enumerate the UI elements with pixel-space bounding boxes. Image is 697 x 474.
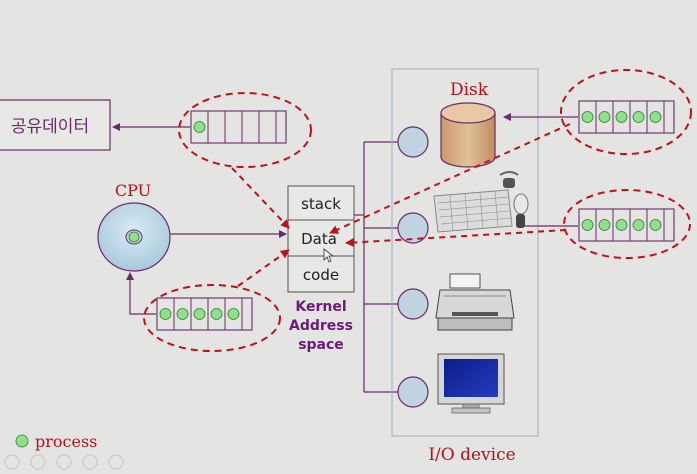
- kernel-code-segment: [287, 255, 355, 293]
- disk-queue-process-dot: [649, 111, 662, 123]
- legend-process-label: process: [35, 432, 97, 451]
- cpu-group: CPU: [97, 181, 171, 272]
- keyboard-queue-process-dot: [598, 219, 611, 231]
- cpu-queue-ellipse: [143, 284, 281, 352]
- shared-data-label: 공유데이터: [11, 117, 89, 137]
- legend: process: [15, 432, 97, 451]
- monitor-controller-circle: [397, 376, 429, 408]
- kernel-stack-label: stack: [301, 195, 341, 213]
- cpu-label: CPU: [115, 181, 151, 200]
- io-bus-lines: [354, 141, 399, 393]
- cpu-queue: [143, 284, 281, 352]
- control-more-icon[interactable]: [108, 454, 124, 470]
- shared-queue: [178, 92, 312, 168]
- printer-controller-circle: [397, 288, 429, 320]
- legend-process-dot: [15, 434, 29, 448]
- cpu-queue-pointer: [237, 249, 290, 287]
- keyboard-queue-process-dot: [615, 219, 628, 231]
- disk-queue-ellipse: [560, 69, 692, 155]
- keyboard-queue: [563, 189, 691, 259]
- player-controls: [4, 454, 124, 470]
- keyboard-queue-process-dot: [581, 219, 594, 231]
- monitor-icon: [437, 353, 505, 414]
- mouse-cursor-icon: [323, 248, 335, 263]
- keyboard-queue-process-dot: [632, 219, 645, 231]
- kernel-caption-line-2: Address: [289, 318, 353, 334]
- cpu-process-dot: [128, 231, 140, 243]
- kernel-stack-segment: [287, 185, 355, 221]
- disk-queue-process-dot: [615, 111, 628, 123]
- io-device-label: I/O device: [428, 445, 515, 465]
- disk-cylinder-icon: [440, 102, 496, 168]
- disk-queue-process-dot: [632, 111, 645, 123]
- kernel-caption-line-1: Kernel: [295, 299, 346, 315]
- keyboard-queue-ellipse: [563, 189, 691, 259]
- disk-controller-circle: [397, 126, 429, 158]
- io-device-panel: [391, 68, 539, 437]
- cpu-queue-to-cpu-arrow: [126, 272, 156, 315]
- cpu-queue-process-dot: [210, 308, 223, 320]
- cpu-queue-process-dot: [176, 308, 189, 320]
- cpu-queue-process-dot: [159, 308, 172, 320]
- kernel-data-label: Data: [301, 230, 337, 248]
- kernel-code-label: code: [303, 266, 339, 284]
- keyboard-mouse-icon: [433, 171, 529, 233]
- keyboard-controller-circle: [397, 212, 429, 244]
- disk-label: Disk: [450, 80, 489, 100]
- kernel-address-space: stack Data code Kernel Address space: [287, 185, 355, 353]
- control-edit-icon[interactable]: [30, 454, 46, 470]
- shared-data-box: 공유데이터: [0, 99, 111, 151]
- control-prev-icon[interactable]: [4, 454, 20, 470]
- disk-queue: [560, 69, 692, 155]
- control-zoom-icon[interactable]: [82, 454, 98, 470]
- shared-queue-outline: [190, 110, 287, 144]
- disk-queue-process-dot: [581, 111, 594, 123]
- keyboard-queue-process-dot: [649, 219, 662, 231]
- shared-queue-pointer: [231, 167, 290, 229]
- kernel-data-segment: [287, 219, 355, 257]
- printer-icon: [435, 273, 515, 331]
- disk-queue-process-dot: [598, 111, 611, 123]
- control-settings-icon[interactable]: [56, 454, 72, 470]
- cpu-queue-process-dot: [193, 308, 206, 320]
- queue-pointer-arrows: [231, 123, 571, 287]
- keyboard-queue-pointer: [345, 229, 567, 248]
- kernel-caption-line-3: space: [298, 337, 344, 353]
- shared-queue-ellipse: [178, 92, 312, 168]
- shared-queue-process-dot: [193, 121, 206, 133]
- cpu-queue-process-dot: [227, 308, 240, 320]
